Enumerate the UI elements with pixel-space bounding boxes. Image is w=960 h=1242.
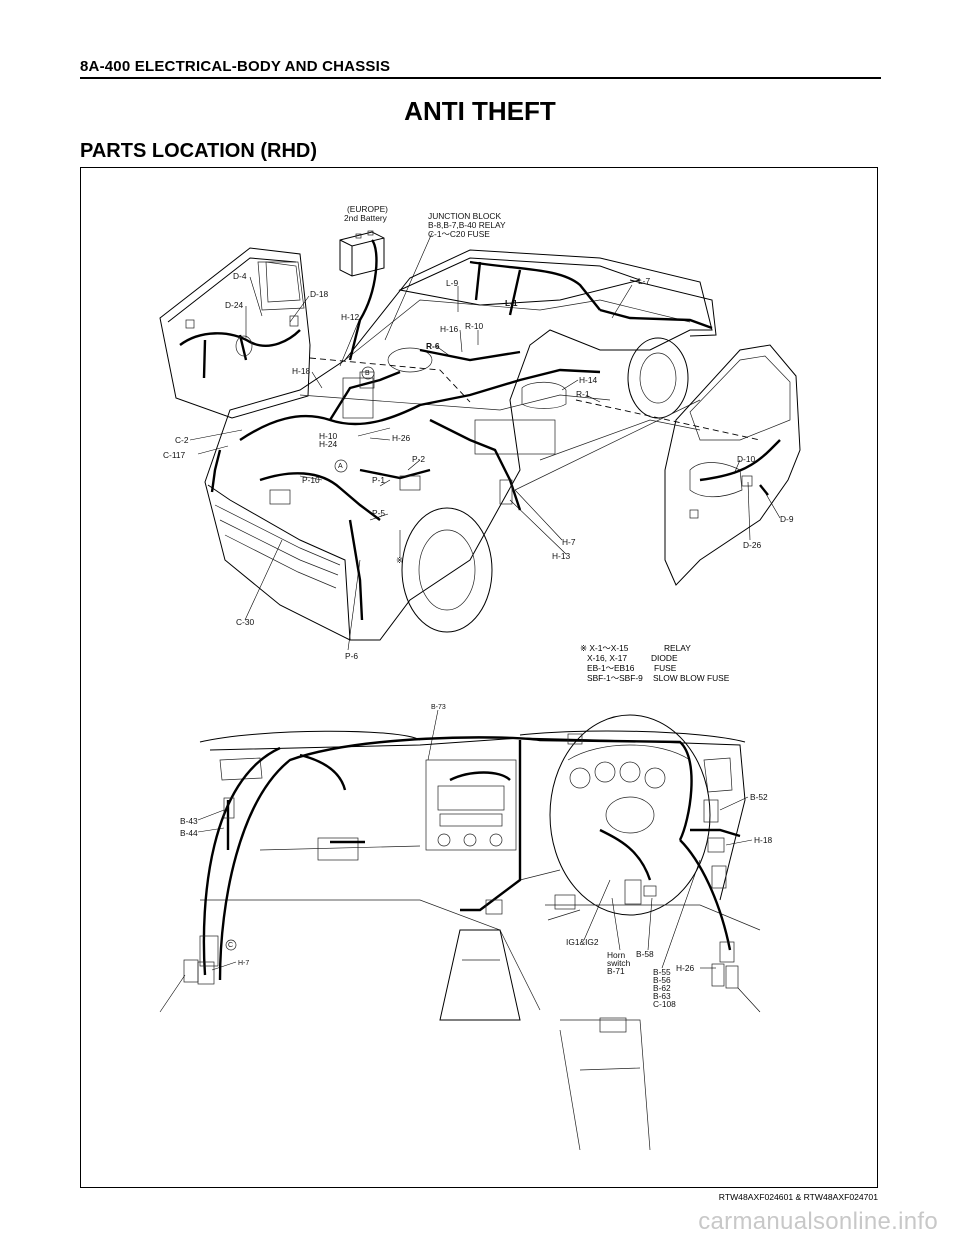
label-h18: H-18 (754, 835, 773, 845)
label-d4: D-4 (233, 271, 247, 281)
label-p6: P-6 (345, 651, 359, 661)
label-c108: C-108 (653, 999, 676, 1009)
section-subtitle: PARTS LOCATION (RHD) (80, 140, 318, 162)
label-b58: B-58 (636, 949, 654, 959)
legend-code: ※ X-1〜X-15 (580, 643, 629, 653)
label-h26-top: H-26 (392, 433, 411, 443)
label-circle-a: A (338, 463, 343, 470)
label-h16: H-16 (440, 324, 459, 334)
header-rule (80, 77, 881, 79)
diagram-frame (80, 167, 878, 1188)
section-header: 8A-400 ELECTRICAL-BODY AND CHASSIS (80, 58, 391, 75)
label-b62: B-62 (653, 983, 671, 993)
figure-reference: RTW48AXF024601 & RTW48AXF024701 (718, 1192, 878, 1202)
label-b56: B-56 (653, 975, 671, 985)
label-r10: R-10 (465, 321, 484, 331)
label-h26: H-26 (676, 963, 695, 973)
label-b71: B-71 (607, 966, 625, 976)
dashboard-harness-lines (183, 733, 741, 989)
body-harness-dashed-left (309, 357, 471, 403)
truck-body-drawing (204, 249, 717, 641)
label-b63: B-63 (653, 991, 671, 1001)
label-h7-bottom: H-7 (238, 960, 250, 967)
label-junction-fuse: C-1〜C20 FUSE (428, 229, 490, 239)
label-b73: B-73 (431, 704, 446, 711)
label-second-battery: 2nd Battery (344, 213, 387, 223)
legend-desc: RELAY (664, 643, 691, 653)
label-l1: L-1 (505, 298, 518, 308)
label-h12: H-12 (341, 312, 360, 322)
label-b52: B-52 (750, 792, 768, 802)
page-title: ANTI THEFT (404, 96, 556, 126)
label-b44: B-44 (180, 828, 198, 838)
left-door-drawing (159, 247, 311, 419)
label-r1: R-1 (576, 389, 590, 399)
label-l7: L-7 (638, 276, 651, 286)
legend-code: EB-1〜EB16 (580, 663, 635, 673)
label-h14: H-14 (579, 375, 598, 385)
label-horn: Horn (607, 950, 626, 960)
label-l9: L-9 (446, 278, 459, 288)
label-horn-switch: switch (607, 958, 631, 968)
label-circle-b: B (365, 370, 370, 377)
label-b55: B-55 (653, 967, 671, 977)
label-h24: H-24 (319, 439, 338, 449)
label-h18-top: H-18 (292, 366, 311, 376)
leader-lines-top (189, 232, 781, 651)
label-europe: (EUROPE) (347, 204, 388, 214)
label-circle-c: C (228, 942, 234, 949)
label-h7-top: H-7 (562, 537, 576, 547)
label-p5: P-5 (372, 508, 386, 518)
second-battery-drawing (339, 230, 385, 361)
legend-desc: FUSE (654, 663, 677, 673)
label-h10: H-10 (319, 431, 338, 441)
label-d9: D-9 (780, 514, 794, 524)
leader-lines-bottom (159, 709, 761, 1013)
site-watermark: carmanualsonline.info (698, 1208, 938, 1235)
label-d10: D-10 (737, 454, 756, 464)
label-c30: C-30 (236, 617, 255, 627)
label-b43: B-43 (180, 816, 198, 826)
label-d24: D-24 (225, 300, 244, 310)
label-c2: C-2 (175, 435, 189, 445)
body-harness-dashed-right (575, 399, 761, 441)
label-p1: P-1 (372, 475, 386, 485)
label-d18: D-18 (310, 289, 329, 299)
label-c117: C-117 (163, 450, 186, 460)
dashboard-drawing (199, 714, 761, 1151)
label-p2: P-2 (412, 454, 426, 464)
label-h13: H-13 (552, 551, 571, 561)
legend-desc: SLOW BLOW FUSE (653, 673, 730, 683)
label-junction-block: JUNCTION BLOCK (428, 211, 502, 221)
label-mark: ※ (396, 555, 404, 565)
label-junction-relay: B-8,B-7,B-40 RELAY (428, 220, 506, 230)
label-ig: IG1&IG2 (566, 937, 599, 947)
main-harness-lines (210, 260, 713, 621)
label-r6: R-6 (426, 341, 440, 351)
legend-code: X-16, X-17 (580, 653, 628, 663)
legend-code: SBF-1〜SBF-9 (580, 673, 643, 683)
label-p10: P-10 (302, 475, 320, 485)
right-door-drawing (664, 344, 801, 586)
label-d26: D-26 (743, 540, 762, 550)
legend-desc: DIODE (651, 653, 678, 663)
